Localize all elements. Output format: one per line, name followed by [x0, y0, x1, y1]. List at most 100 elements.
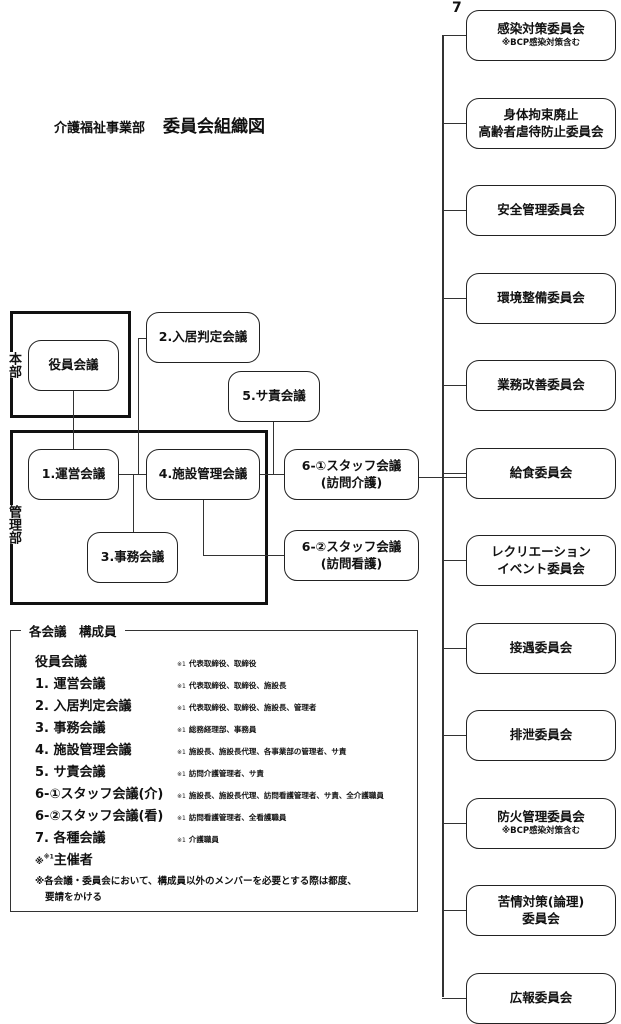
committee-item[interactable]: 広報委員会	[466, 973, 616, 1024]
legend-meeting-name: 1. 運営会議	[35, 677, 106, 692]
connector	[138, 338, 148, 339]
legend-members: 施設長、施設長代理、各事業部の管理者、サ責	[188, 747, 347, 756]
committee-label-line2: イベント委員会	[497, 560, 585, 576]
committee-item[interactable]: 安全管理委員会	[466, 185, 616, 236]
committee-label: 排泄委員会	[509, 727, 573, 743]
honbu-label: 本部	[4, 352, 21, 378]
node-unei[interactable]: 1.運営会議	[28, 449, 119, 500]
committee-item[interactable]: 防火管理委員会※BCP感染対策含む	[466, 798, 616, 849]
node-staff-kaigo[interactable]: 6-①スタッフ会議 (訪問介護)	[284, 449, 419, 500]
connector	[73, 391, 74, 450]
committee-label: 防火管理委員会	[497, 809, 585, 825]
legend-members: 代表取締役、取締役	[188, 659, 257, 668]
committee-label: 接遇委員会	[509, 640, 573, 656]
node-shisetsu[interactable]: 4.施設管理会議	[146, 449, 260, 500]
committee-connector	[442, 910, 466, 911]
committee-label: 苦情対策(論理)	[497, 893, 585, 909]
node-label: 1.運営会議	[41, 466, 106, 482]
committee-label: 業務改善委員会	[497, 377, 585, 393]
committee-group-label: 7	[452, 0, 462, 16]
node-yakuin[interactable]: 役員会議	[28, 340, 119, 391]
legend-mark: ※1	[177, 705, 186, 712]
committee-connector	[442, 648, 466, 649]
node-staff-kango[interactable]: 6-②スタッフ会議 (訪問看護)	[284, 530, 419, 581]
note-line: ※各会議・委員会において、構成員以外のメンバーを必要とする際は都度、	[35, 876, 357, 887]
node-label: 6-①スタッフ会議	[301, 457, 402, 473]
committee-label: 給食委員会	[509, 465, 573, 481]
committee-connector	[442, 998, 466, 999]
note-mark: ※1	[43, 853, 54, 861]
committee-item[interactable]: 給食委員会	[466, 448, 616, 499]
connector	[203, 555, 285, 556]
committee-note: ※BCP感染対策含む	[501, 826, 581, 837]
committee-item[interactable]: 排泄委員会	[466, 710, 616, 761]
legend-meeting-name: 4. 施設管理会議	[35, 743, 132, 758]
committee-label-line2: 高齢者虐待防止委員会	[478, 123, 604, 139]
node-sublabel: (訪問看護)	[320, 555, 383, 571]
committee-trunk	[442, 35, 444, 997]
committee-connector	[442, 473, 466, 474]
committee-item[interactable]: レクリエーションイベント委員会	[466, 535, 616, 586]
committee-connector	[442, 385, 466, 386]
legend-members: 訪問介護管理者、サ責	[188, 769, 264, 778]
node-nyukyo[interactable]: 2.入居判定会議	[146, 312, 260, 363]
committee-item[interactable]: 感染対策委員会※BCP感染対策含む	[466, 10, 616, 61]
committee-connector	[442, 560, 466, 561]
legend-meeting-name: 3. 事務会議	[35, 721, 106, 736]
legend-mark: ※1	[177, 815, 186, 822]
node-label: 6-②スタッフ会議	[301, 538, 402, 554]
legend-meeting-name: 5. サ責会議	[35, 765, 106, 780]
node-saseki[interactable]: 5.サ責会議	[228, 371, 320, 422]
committee-connector	[442, 823, 466, 824]
node-label: 3.事務会議	[100, 549, 165, 565]
node-label: 4.施設管理会議	[158, 466, 248, 482]
note-prefix: ※	[35, 857, 44, 867]
committee-label: 広報委員会	[509, 990, 573, 1006]
legend-members: 施設長、施設長代理、訪問看護管理者、サ責、全介護職員	[188, 791, 384, 800]
note-label: 主催者	[53, 853, 93, 868]
legend-meeting-name: 6-②スタッフ会議(看)	[35, 809, 164, 824]
legend-meeting-name: 7. 各種会議	[35, 831, 106, 846]
legend-mark: ※1	[177, 683, 186, 690]
committee-item[interactable]: 苦情対策(論理)委員会	[466, 885, 616, 936]
committee-label: 環境整備委員会	[497, 290, 585, 306]
node-sublabel: (訪問介護)	[320, 474, 383, 490]
committee-item[interactable]: 業務改善委員会	[466, 360, 616, 411]
node-label: 5.サ責会議	[242, 388, 306, 404]
legend-title: 各会議 構成員	[21, 621, 125, 640]
chart-title: 委員会組織図	[163, 117, 266, 137]
committee-item[interactable]: 環境整備委員会	[466, 273, 616, 324]
committee-connector	[442, 735, 466, 736]
department-label: 介護福祉事業部	[54, 121, 146, 136]
legend-mark: ※1	[177, 837, 186, 844]
committee-label: レクリエーション	[491, 543, 591, 559]
committee-connector	[442, 210, 466, 211]
node-label: 2.入居判定会議	[158, 329, 248, 345]
connector	[260, 474, 285, 475]
committee-item[interactable]: 身体拘束廃止高齢者虐待防止委員会	[466, 98, 616, 149]
committee-connector	[442, 298, 466, 299]
committee-label-line2: 委員会	[522, 910, 560, 926]
legend-members: 代表取締役、取締役、施設長	[188, 681, 287, 690]
committee-label: 安全管理委員会	[497, 202, 585, 218]
kanribu-label: 管理部	[4, 505, 21, 544]
connector	[203, 499, 204, 555]
legend-members: 総務経理部、事務員	[188, 725, 257, 734]
legend-members: 代表取締役、取締役、施設長、管理者	[188, 703, 317, 712]
committee-connector	[442, 123, 466, 124]
committee-note: ※BCP感染対策含む	[501, 38, 581, 49]
legend-mark: ※1	[177, 793, 186, 800]
committee-label: 身体拘束廃止	[503, 106, 579, 122]
node-jimu[interactable]: 3.事務会議	[87, 532, 178, 583]
connector	[138, 338, 139, 475]
legend-note-organizer: ※※1主催者	[35, 849, 93, 868]
committee-item[interactable]: 接遇委員会	[466, 623, 616, 674]
